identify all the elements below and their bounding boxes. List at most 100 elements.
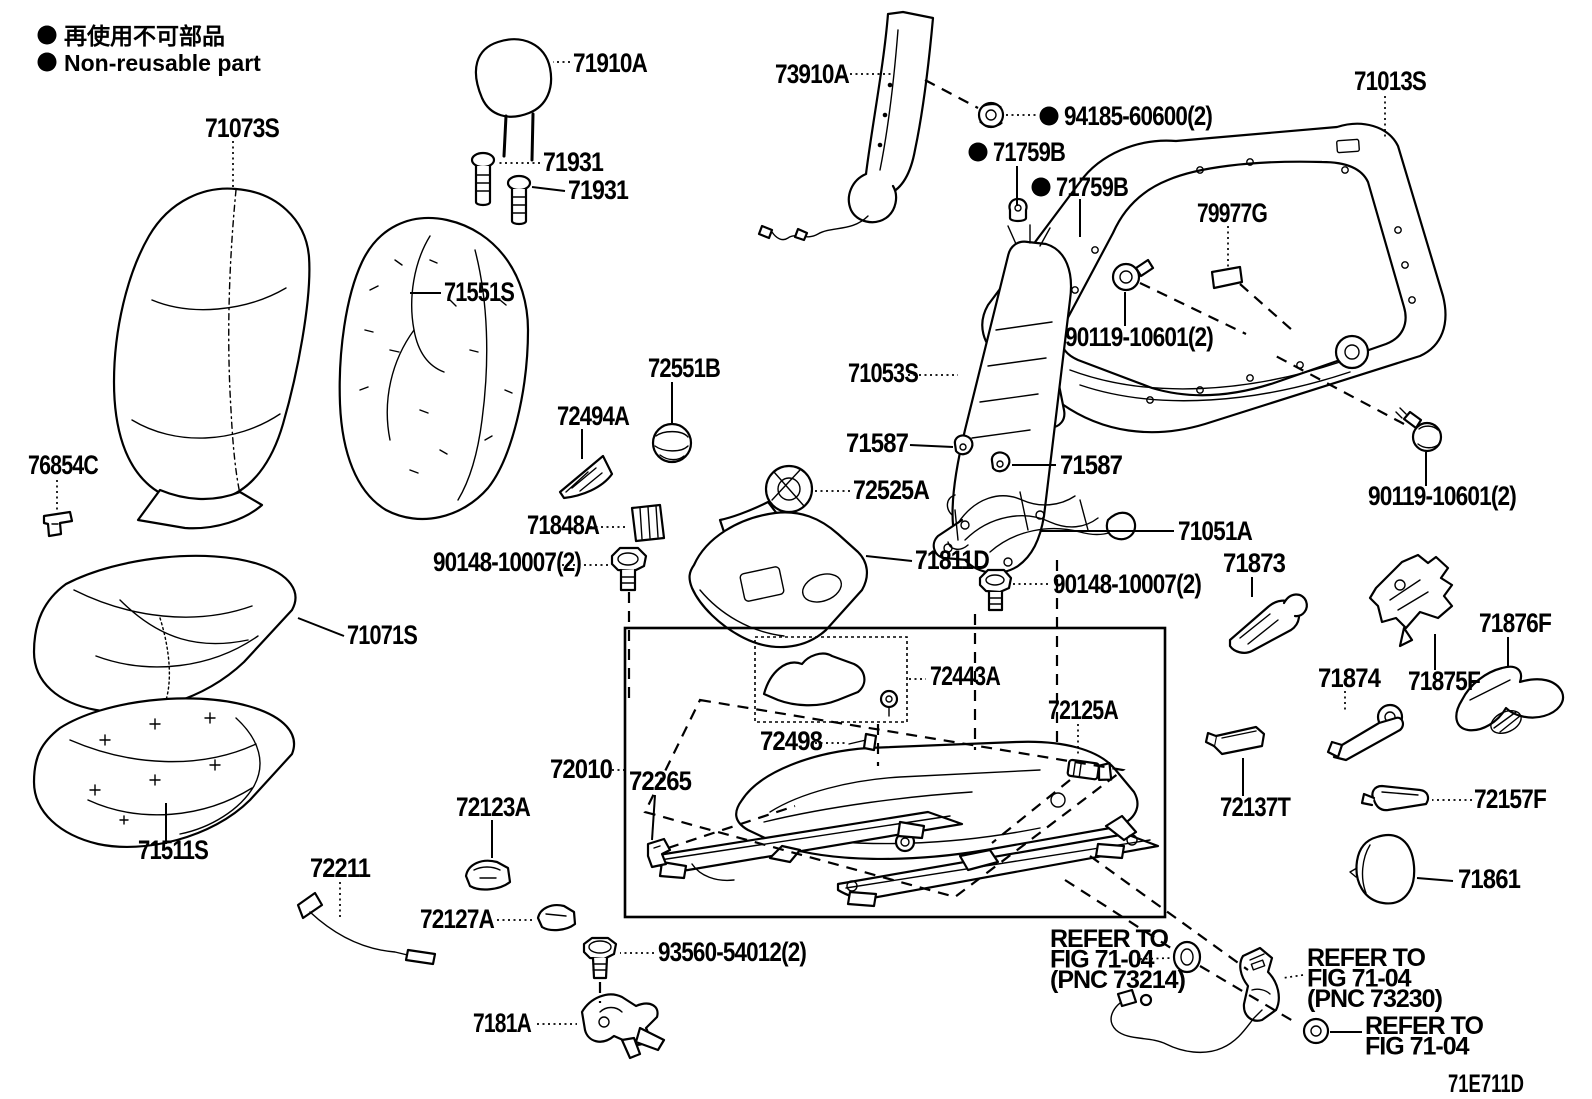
part-anchor-nut-drawing [1302,1017,1330,1045]
refer-note-pnc-73230-line-1: REFER TO [1307,944,1425,972]
part-72137T-drawing [1204,725,1266,756]
part-label-71073S: 71073S [205,113,279,143]
part-label-72127A: 72127A [420,904,494,934]
part-90119-bolt-top-drawing [1111,258,1155,292]
part-label-71931-1: 71931 [543,147,604,177]
part-79977G-drawing [1210,265,1244,290]
part-71874-drawing [1326,703,1405,762]
part-71848A-drawing [630,503,666,543]
part-71931-bolt-2-drawing [506,174,532,226]
diagram-artwork [32,10,1565,1060]
refer-note-pnc-73230-line-3: (PNC 73230) [1307,985,1443,1013]
part-72010-assembly-drawing [623,626,1167,919]
non-reusable-bullet-icon [1031,177,1051,197]
part-label-71511S: 71511S [138,835,208,865]
part-71931-bolt-1-drawing [470,151,496,207]
part-72498-drawing [848,732,878,752]
non-reusable-icon [37,25,57,45]
part-76854C-drawing [42,510,74,538]
part-label-72010: 72010 [550,754,612,784]
part-label-71876F: 71876F [1479,608,1551,638]
part-label-72494A: 72494A [557,401,629,431]
refer-note-fig-71-04-line-1: REFER TO [1365,1012,1483,1040]
part-label-72525A: 72525A [853,475,929,505]
legend-nonreusable-jp: 再使用不可部品 [64,23,225,49]
part-label-72265: 72265 [629,766,692,796]
part-90148-bolt-2-drawing [978,568,1013,612]
part-71875F-drawing [1368,553,1454,648]
part-label-71931-2: 71931 [568,175,629,205]
legend-nonreusable-en: Non-reusable part [64,50,261,76]
part-72443A-frame [754,636,908,723]
refer-note-pnc-73214-line-3: (PNC 73214) [1050,966,1186,994]
part-grommet-drawing [1172,940,1202,974]
part-label-93560-54012: 93560-54012(2) [658,937,806,967]
figure-code: 71E711D [1448,1070,1524,1098]
part-72551B-drawing [651,422,693,464]
part-90119-bolt-right-drawing [1395,407,1443,453]
part-71811D-drawing [688,511,868,649]
part-wire-harness-drawing [1110,988,1263,1054]
part-71587-nut-2-drawing [990,451,1011,473]
part-label-71053S: 71053S [848,358,918,388]
part-93560-screw-drawing [582,936,618,980]
part-label-72157F: 72157F [1474,784,1546,814]
part-label-72551B: 72551B [648,353,720,383]
part-72494A-drawing [558,454,614,500]
part-label-71587-2: 71587 [1060,450,1122,480]
part-label-90119-10601-top: 90119-10601(2) [1065,322,1213,352]
part-label-90148-10007-1: 90148-10007(2) [433,547,581,577]
part-label-71875F: 71875F [1408,666,1480,696]
part-label-71013S: 71013S [1354,66,1426,96]
part-label-71874: 71874 [1318,663,1381,693]
part-label-71071S: 71071S [347,620,417,650]
part-label-71759B-2: 71759B [1056,172,1128,202]
refer-note-pnc-73214-line-1: REFER TO [1050,925,1168,953]
part-label-72123A: 72123A [456,792,530,822]
non-reusable-icon [37,52,57,72]
refer-note-pnc-73214-line-2: FIG 71-04 [1050,946,1155,974]
part-label-94185-60600: 94185-60600(2) [1064,101,1212,131]
part-71861-drawing [1349,833,1416,905]
part-label-71811D: 71811D [915,545,989,575]
part-label-71910A: 71910A [573,48,647,78]
part-label-71873: 71873 [1223,548,1286,578]
part-label-71587-1: 71587 [846,428,908,458]
part-label-72211: 72211 [310,853,371,883]
part-label-71759B-1: 71759B [993,137,1065,167]
part-72443A-drawing [762,652,899,717]
part-72211-drawing [296,891,437,966]
part-71873-drawing [1228,593,1308,654]
part-72157F-drawing [1360,784,1430,812]
part-label-73910A: 73910A [775,59,849,89]
part-label-90148-10007-2: 90148-10007(2) [1053,569,1201,599]
part-label-71051A: 71051A [1178,516,1252,546]
part-7181A-drawing [580,993,666,1060]
part-label-71861: 71861 [1458,864,1521,894]
part-label-79977G: 79977G [1197,198,1267,228]
part-label-72125A: 72125A [1048,695,1118,725]
part-label-72443A: 72443A [930,661,1000,691]
part-94185-nut-drawing [977,101,1005,129]
part-72123A-drawing [464,859,512,891]
part-71910A-drawing [474,38,553,162]
refer-note-pnc-73230-line-2: FIG 71-04 [1307,965,1412,993]
part-71876F-drawing [1455,665,1565,735]
part-73910A-drawing [757,10,935,242]
part-label-90119-10601-right: 90119-10601(2) [1368,481,1516,511]
refer-note-fig-71-04-line-2: FIG 71-04 [1365,1033,1470,1061]
part-71587-nut-1-drawing [953,434,974,456]
part-71511S-drawing [32,697,296,848]
part-71551S-drawing [338,216,530,521]
part-label-71848A: 71848A [527,510,599,540]
leader-lines [56,61,1509,1033]
part-72125A-drawing [1066,758,1113,781]
part-90148-bolt-1-drawing [610,546,648,592]
part-label-72137T: 72137T [1220,792,1291,822]
part-72265-drawing [646,837,672,869]
part-label-71551S: 71551S [444,277,514,307]
